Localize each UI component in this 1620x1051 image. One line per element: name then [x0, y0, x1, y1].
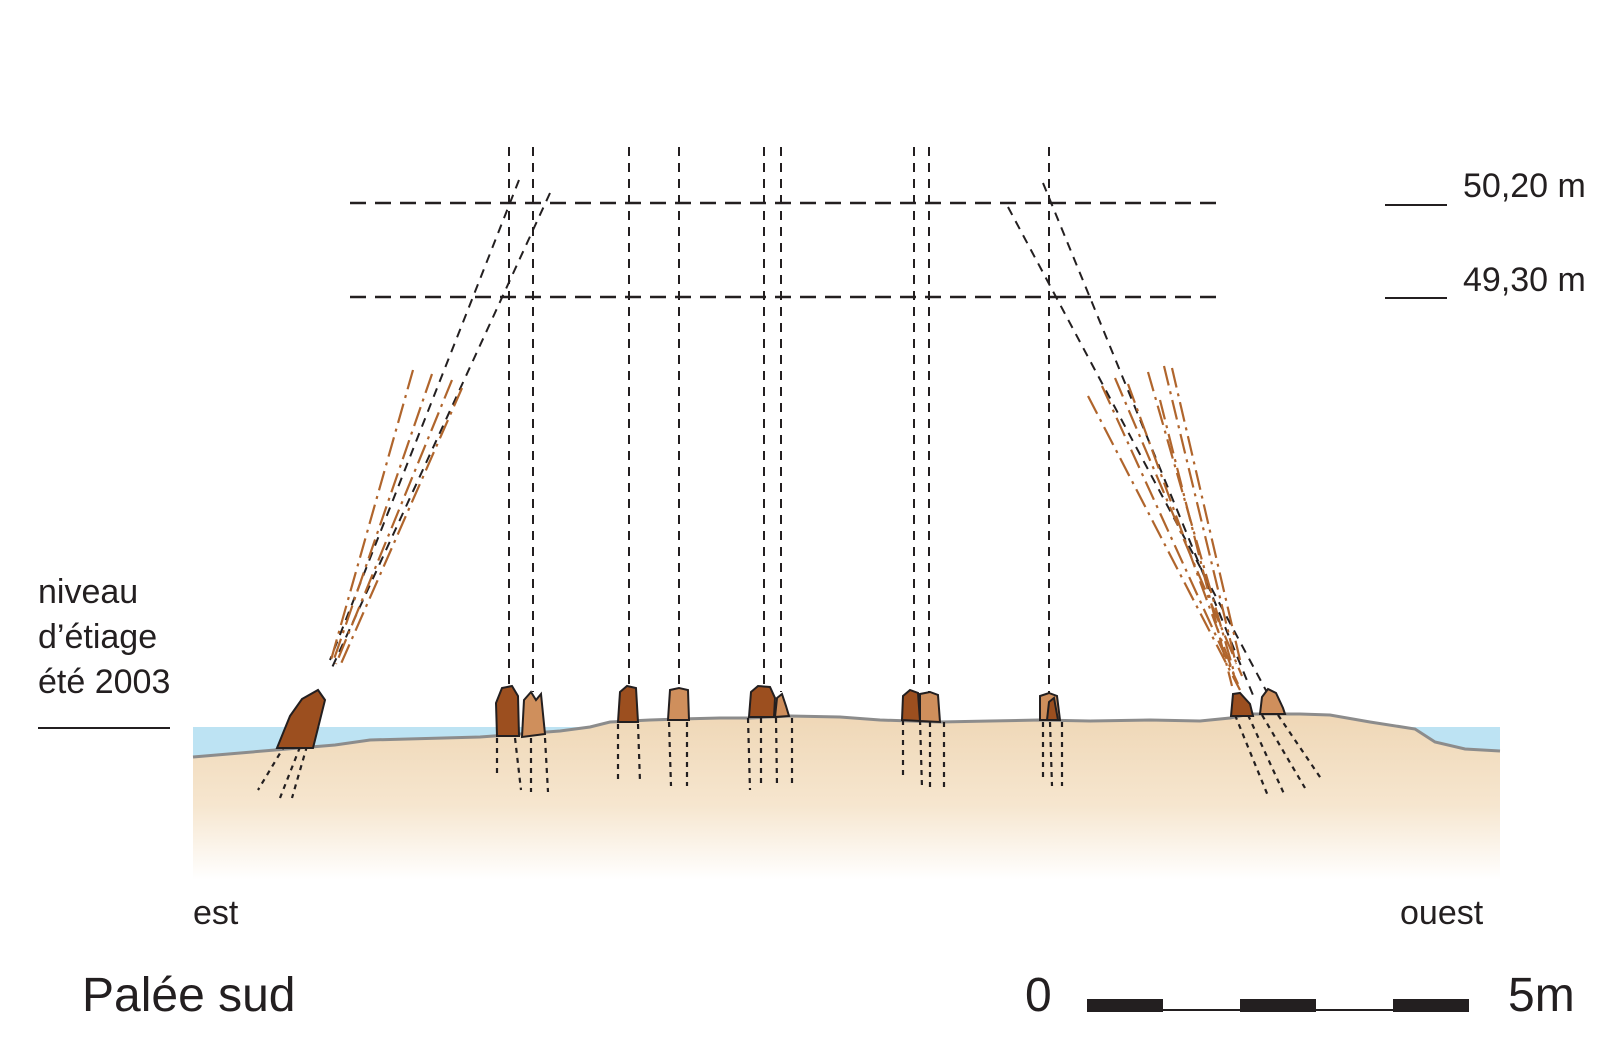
- riverbed-surface-line: [192, 712, 1501, 759]
- low-water-label-line1: niveau: [38, 573, 139, 611]
- scale-end-label: 5m: [1508, 969, 1575, 1022]
- diagram-title: Palée sud: [82, 969, 296, 1022]
- brown-projections-right: [1087, 365, 1244, 691]
- slanted-projection-lines: [329, 179, 1271, 701]
- vertical-pile-lines: [508, 147, 1050, 695]
- pile-stump: [1229, 691, 1255, 717]
- scale-bar: [1087, 999, 1469, 1012]
- riverbed-ground: [193, 714, 1500, 880]
- level-label-upper: 50,20 m: [1463, 167, 1586, 205]
- pile-stump: [773, 692, 791, 719]
- low-water-label-line2: d’étiage: [38, 618, 158, 656]
- pile-stump: [900, 688, 922, 723]
- scale-start-label: 0: [1025, 969, 1052, 1022]
- pile-stump: [919, 690, 942, 724]
- pile-stumps: [275, 684, 1287, 749]
- pile-stump: [747, 684, 777, 718]
- pile-stump: [520, 690, 547, 739]
- buried-pile-lines: [257, 714, 1323, 799]
- orientation-west-label: ouest: [1400, 894, 1484, 932]
- pile-stump: [616, 684, 640, 723]
- brown-projections-left: [329, 369, 464, 667]
- pile-stump: [494, 684, 521, 737]
- level-label-lower: 49,30 m: [1463, 261, 1586, 299]
- pile-stump: [666, 686, 691, 721]
- pile-stump-ouest: [1258, 687, 1287, 715]
- orientation-east-label: est: [193, 894, 239, 932]
- pile-stump-east: [275, 688, 327, 749]
- low-water-label-line3: été 2003: [38, 663, 171, 701]
- pile-stump: [1045, 696, 1060, 721]
